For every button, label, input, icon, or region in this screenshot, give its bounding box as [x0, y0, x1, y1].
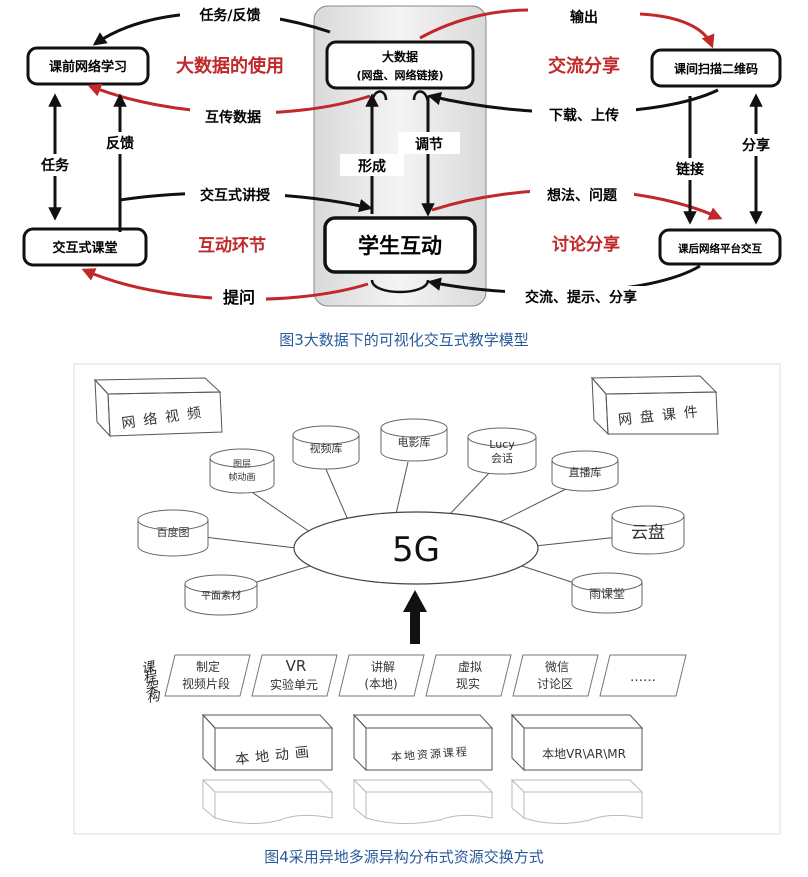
- label-feedback: 反馈: [106, 135, 134, 152]
- box-student-interaction: [323, 216, 477, 274]
- box-big-data-label-2: (网盘、网络链接): [356, 68, 443, 82]
- node-movie-lib: [380, 418, 448, 462]
- label-live-lib: 直播库: [569, 465, 602, 479]
- box-big-data-label-1: 大数据: [382, 49, 418, 64]
- box-interactive-class: [22, 227, 148, 267]
- node-layer-anim: [209, 448, 275, 494]
- node-rain-class: [571, 572, 643, 614]
- box-big-data: [325, 40, 475, 90]
- arch-3-line1: 讲解: [371, 659, 395, 674]
- label-question: 提问: [223, 288, 255, 307]
- label-task-feedback: 任务/反馈: [198, 7, 260, 24]
- figure-4-caption: 图4采用异地多源异构分布式资源交换方式: [264, 848, 544, 866]
- label-mutual-data: 互传数据: [205, 109, 261, 126]
- title-interaction: 互动环节: [198, 235, 266, 256]
- local-box-3: [510, 713, 644, 772]
- box-qr-scan: [650, 48, 782, 88]
- label-flat-material: 平面素材: [201, 589, 241, 602]
- box-post-class-platform: [658, 228, 782, 266]
- label-form: 形成: [358, 158, 386, 175]
- arch-1-line2: 视频片段: [182, 676, 230, 691]
- title-big-data-use: 大数据的使用: [176, 55, 284, 77]
- box-post-class-platform-label: 课后网络平台交互: [678, 242, 762, 255]
- node-baidu: [137, 509, 209, 557]
- local-box-1: [201, 713, 334, 772]
- label-layer-1: 图层: [233, 459, 251, 470]
- label-cloud-disk: 云盘: [631, 523, 665, 543]
- label-exchange: 交流、提示、分享: [525, 289, 637, 306]
- label-baidu: 百度图: [157, 525, 190, 539]
- label-output: 输出: [570, 9, 598, 26]
- reflection-boxes: [201, 778, 644, 825]
- arch-3-line2: (本地): [364, 677, 397, 691]
- box-qr-scan-label: 课间扫描二维码: [674, 61, 758, 76]
- local-label-2: 本地资源课程: [391, 744, 470, 763]
- title-discuss: 讨论分享: [552, 234, 620, 255]
- arch-4-line1: 虚拟: [458, 660, 482, 674]
- arrow-output: [639, 12, 715, 49]
- arrow-center-loop-bottom: [370, 279, 430, 294]
- figure-3: 课前网络学习 交互式课堂 大数据 (网盘、网络链接) 学生互动 课间扫描二维码 …: [22, 4, 782, 308]
- title-share: 交流分享: [548, 55, 620, 77]
- label-movie-lib: 电影库: [398, 436, 431, 449]
- local-box-2: [352, 713, 494, 772]
- node-live-lib: [551, 450, 619, 492]
- label-video-lib: 视频库: [310, 441, 343, 455]
- box-interactive-class-label: 交互式课堂: [52, 240, 117, 256]
- arrow-output-in: [419, 8, 529, 40]
- local-label-3: 本地VR\AR\MR: [542, 747, 626, 761]
- label-link: 链接: [676, 161, 704, 178]
- node-lucy: [467, 427, 537, 475]
- up-arrow-icon: [403, 590, 427, 644]
- node-5g: [293, 511, 539, 585]
- label-adjust: 调节: [415, 136, 443, 153]
- node-video-lib: [292, 425, 360, 470]
- arch-4-line2: 现实: [456, 676, 480, 691]
- box-pre-class-learning-label: 课前网络学习: [49, 59, 127, 75]
- label-lucy-2: 会话: [491, 452, 513, 465]
- node-cloud-disk: [611, 505, 685, 555]
- figure-3-caption: 图3大数据下的可视化交互式教学模型: [279, 331, 529, 349]
- arch-6: ……: [630, 670, 656, 685]
- arch-2-line2: 实验单元: [270, 677, 318, 692]
- label-ideas: 想法、问题: [546, 187, 618, 204]
- box-online-video: [93, 377, 223, 438]
- box-cloud-course: [590, 375, 719, 436]
- label-5g: 5G: [392, 530, 440, 570]
- arch-5-line2: 讨论区: [537, 677, 573, 691]
- arch-1-line1: 制定: [196, 659, 220, 674]
- label-task: 任务: [40, 157, 70, 174]
- figure-4: 网络视频 网盘课件 5G 视频库: [73, 363, 781, 835]
- label-lucy-1: Lucy: [489, 438, 515, 451]
- label-share: 分享: [742, 137, 770, 154]
- label-layer-2: 帧动画: [228, 471, 255, 483]
- arch-boxes: [164, 654, 687, 697]
- label-download-upload: 下载、上传: [549, 107, 619, 124]
- box-student-interaction-label: 学生互动: [358, 234, 442, 258]
- label-interactive-teach: 交互式讲授: [200, 187, 271, 204]
- label-rain-class: 雨课堂: [589, 587, 625, 601]
- arch-5-line1: 微信: [545, 660, 569, 674]
- arch-2-line1: VR: [286, 657, 307, 675]
- node-flat-material: [184, 574, 258, 616]
